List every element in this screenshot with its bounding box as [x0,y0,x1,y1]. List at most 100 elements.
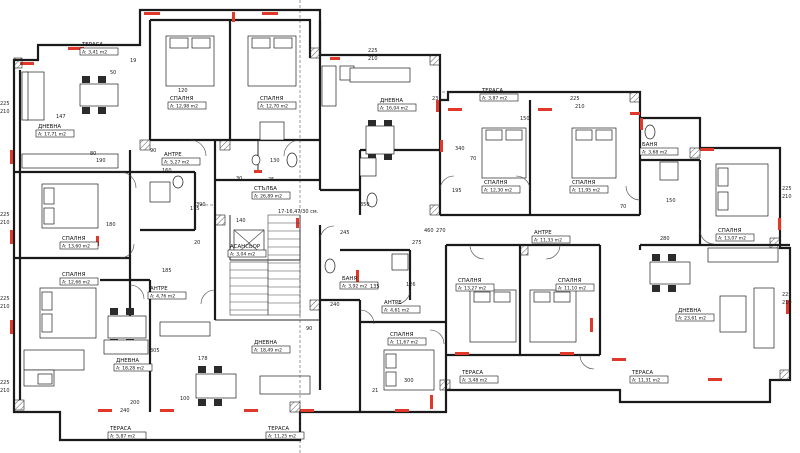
dimension-label: 80 [90,151,96,157]
dimension-labels: 2252101209080160180140130253050701001502… [0,48,792,414]
room-area: A: 13,07 m2 [718,236,746,242]
dimension-label: 140 [236,218,246,224]
area-box [481,185,521,194]
dimension-label: 200 [130,400,140,406]
room-label-elevator: АСАНСЬОР A: 3,04 m2 [227,244,267,258]
room-name: АНТРЕ [150,286,168,292]
dimension-label: 70 [620,204,626,210]
inner-walls [14,20,790,412]
room-area: A: 3,04 m2 [230,252,255,258]
room-area: A: 12,66 m2 [62,280,90,286]
window-markers [10,12,789,412]
room-name: СПАЛНЯ [62,236,86,242]
dimension-label: 390 [196,202,206,208]
dimension-label: 160 [162,168,172,174]
room-area: A: 4,61 m2 [384,308,409,314]
dimension-label: 150 [666,198,676,204]
area-box [569,185,609,194]
room-name: СПАЛНЯ [170,96,194,102]
room-name: СПАЛНЯ [558,278,582,284]
area-box [629,375,669,384]
dimension-label: 280 [660,236,670,242]
dimension-label: 190 [96,158,106,164]
area-box [59,277,99,286]
room-name: АНТРЕ [384,300,402,306]
area-box [59,241,99,250]
area-box [387,337,427,346]
dimension-label: 70 [470,156,476,162]
area-box [381,305,421,314]
furniture [21,35,779,406]
dimension-label: 135 [370,284,380,290]
room-area: A: 3,41 m2 [82,50,107,56]
room-name: АНТРЕ [534,230,552,236]
dimension-label: 210 [368,56,378,62]
room-area: A: 11,67 m2 [390,340,418,346]
area-box [167,101,207,110]
area-box [79,47,119,56]
room-name: СПАЛНЯ [484,180,508,186]
room-name: ДНЕВНА [254,340,277,346]
room-label-bedroom-d2: СПАЛНЯ A: 11,10 m2 [555,278,595,292]
dimension-label: 210 [0,304,10,310]
room-area: A: 5,27 m2 [164,160,189,166]
dimension-label: 20 [194,240,200,246]
room-area: A: 13,27 m2 [458,286,486,292]
room-area: A: 16,04 m2 [380,106,408,112]
dimension-label: 270 [436,228,446,234]
room-name: ТЕРАСА [481,88,503,94]
dimension-label: 126 [406,282,416,288]
room-name: СПАЛНЯ [458,278,482,284]
dimension-label: 225 [0,380,10,386]
room-area: A: 5,87 m2 [110,434,135,440]
dimension-label: 90 [306,326,312,332]
dimension-label: 21 [372,388,378,394]
room-area: A: 13,60 m2 [62,244,90,250]
dimension-label: 240 [120,408,130,414]
room-area: A: 12,70 m2 [260,104,288,110]
room-name: АСАНСЬОР [230,244,261,250]
dimension-label: 245 [340,230,350,236]
room-label-bedroom-a2: СПАЛНЯ A: 12,70 m2 [257,96,297,110]
dimension-label: 225 [0,296,10,302]
dimension-label: 210 [0,388,10,394]
dimension-label: 225 [782,186,792,192]
room-area: A: 11,10 m2 [558,286,586,292]
room-name: СТЪЛБА [254,186,277,192]
dimension-label: 305 [150,348,160,354]
dimension-label: 225 [368,48,378,54]
dimension-label: 210 [782,300,792,306]
room-name: БАНЯ [342,276,357,282]
room-area: A: 26,89 m2 [254,194,282,200]
door-swings [119,139,715,370]
area-box [265,431,305,440]
room-name: ДНЕВНА [678,308,701,314]
room-name: ДНЕВНА [38,124,61,130]
room-name: СПАЛНЯ [260,96,284,102]
room-area: A: 23,61 m2 [678,316,706,322]
dimension-label: 195 [452,188,462,194]
room-name: СПАЛНЯ [718,228,742,234]
area-box [455,283,495,292]
dimension-label: 225 [0,101,10,107]
area-box [161,157,201,166]
dimension-label: 25 [268,177,274,183]
dimension-label: 30 [236,176,242,182]
room-label-living-d: ДНЕВНА A: 23,61 m2 [675,308,715,322]
